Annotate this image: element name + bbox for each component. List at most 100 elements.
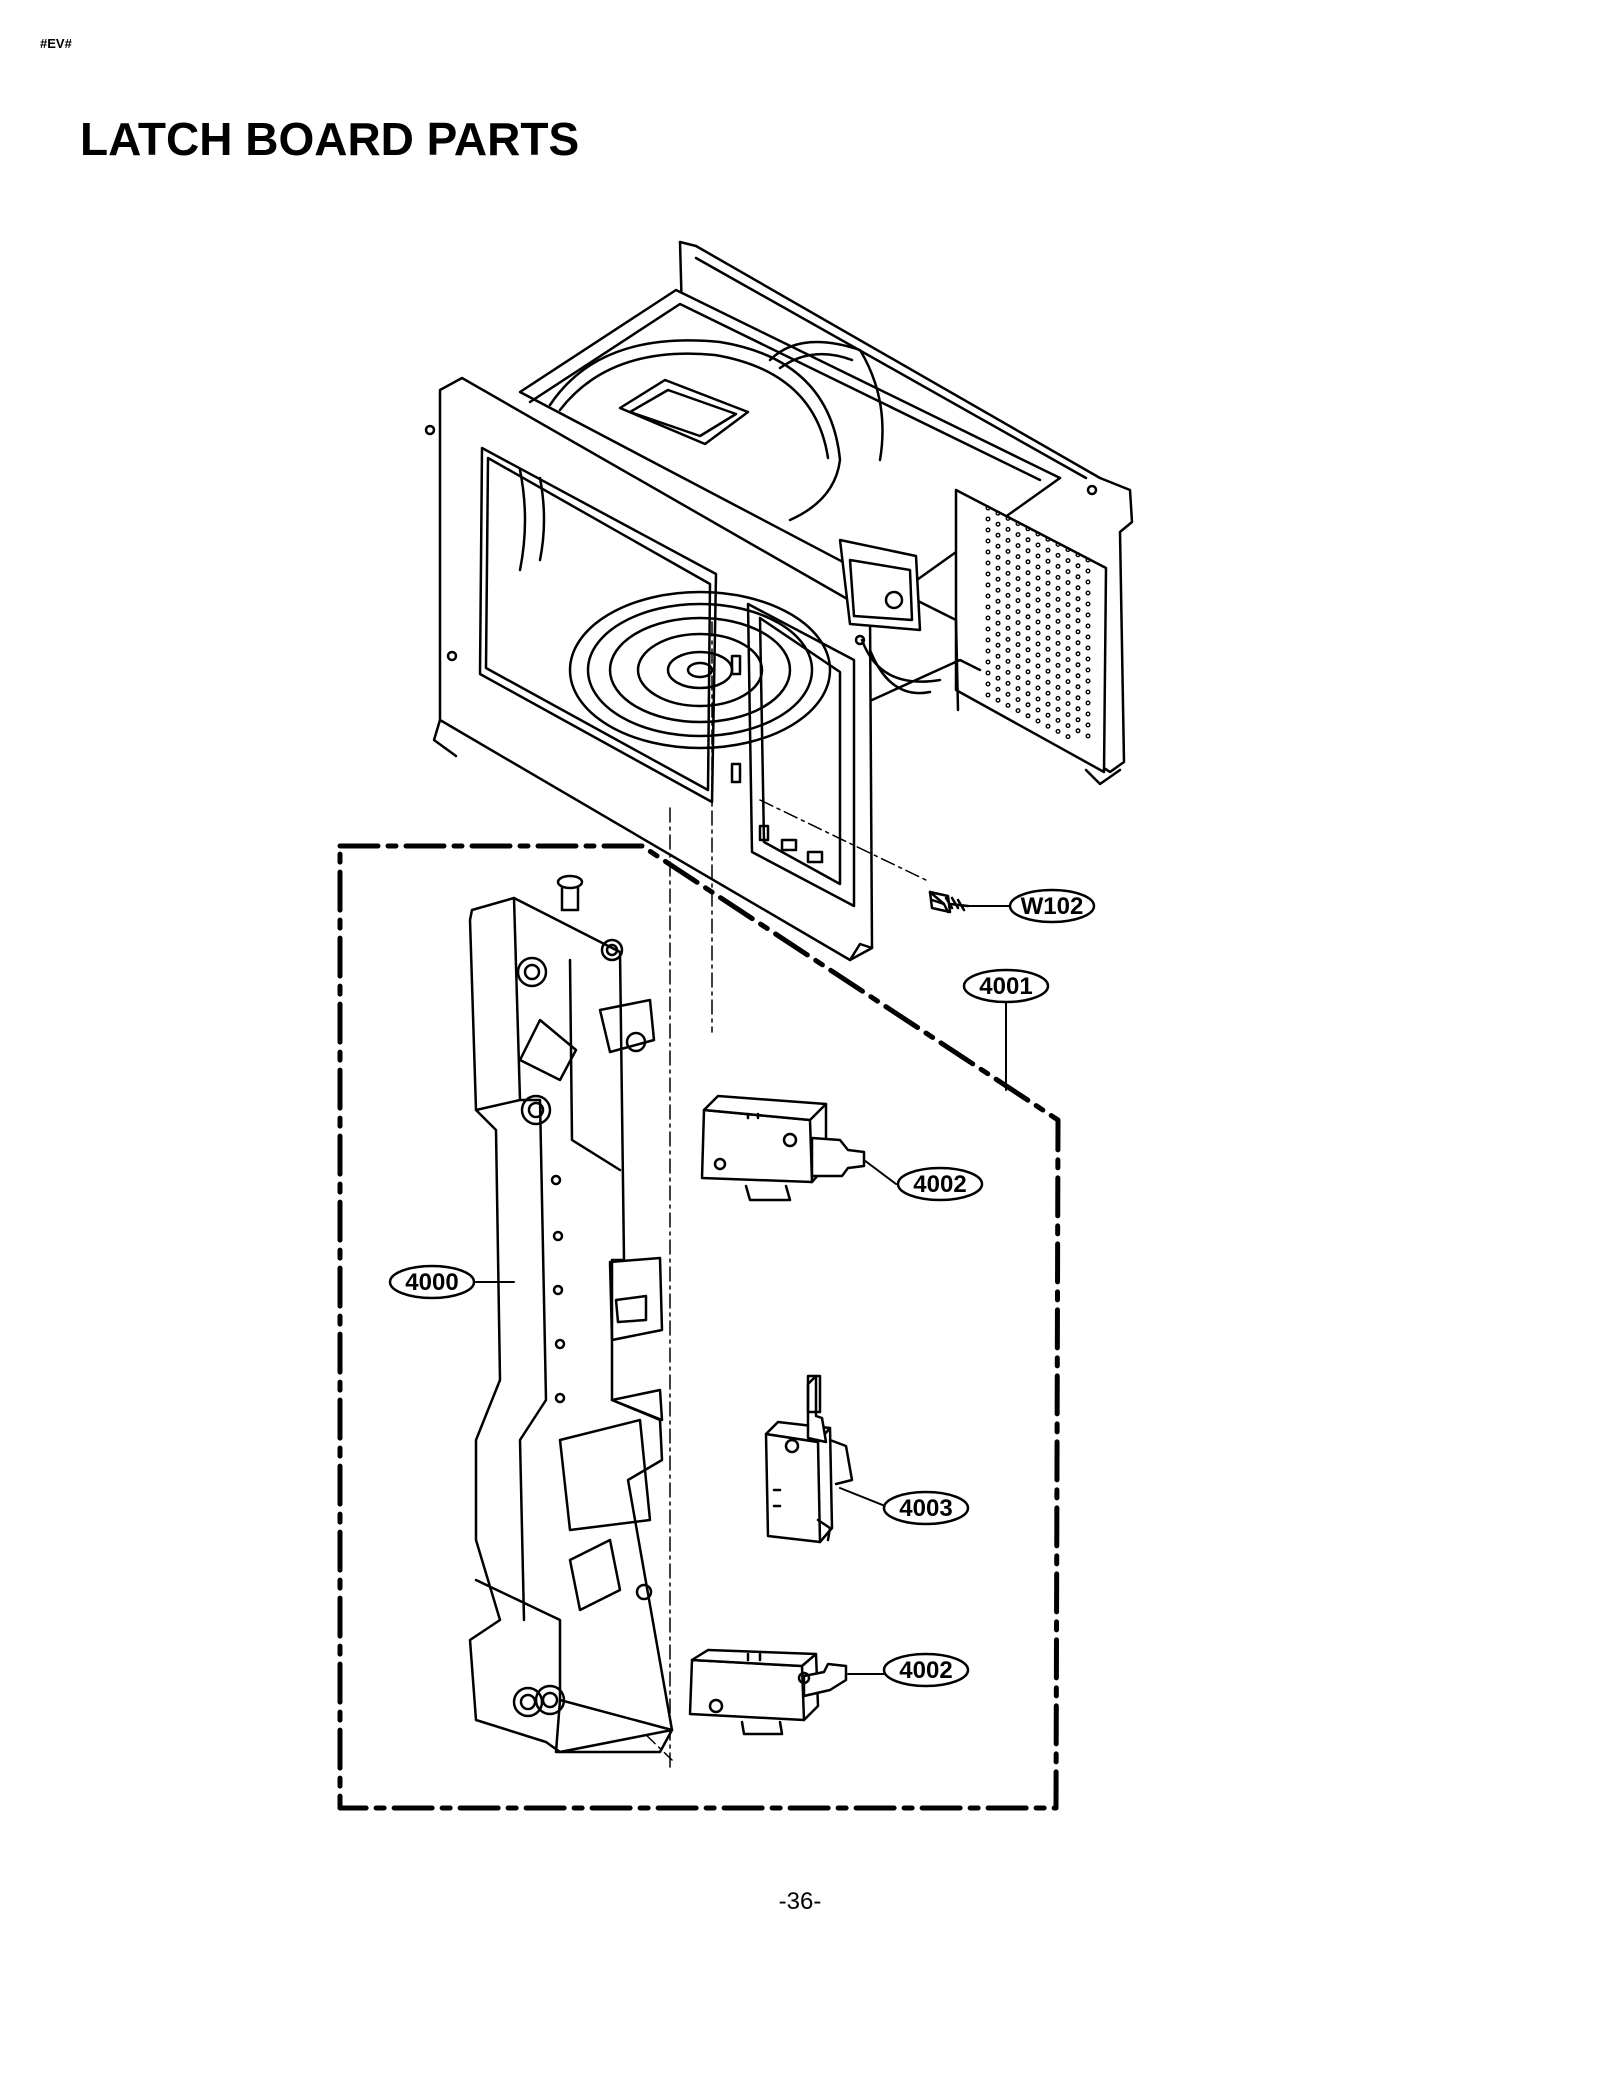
vent-hole — [985, 560, 991, 566]
vent-hole — [995, 675, 1001, 681]
micro-switch-4003 — [764, 1374, 854, 1544]
vent-hole — [1055, 662, 1061, 668]
vent-hole — [1035, 553, 1041, 559]
vent-hole — [1085, 733, 1091, 739]
vent-hole — [1005, 680, 1011, 686]
vent-hole — [1005, 658, 1011, 664]
vent-hole — [1025, 592, 1031, 598]
vent-hole — [995, 521, 1001, 527]
vent-hole — [1015, 642, 1021, 648]
vent-hole — [995, 686, 1001, 692]
vent-hole — [1075, 717, 1081, 723]
vent-hole — [1025, 636, 1031, 642]
vent-hole — [1035, 674, 1041, 680]
vent-hole — [1035, 652, 1041, 658]
vent-hole — [1045, 635, 1051, 641]
vent-hole — [985, 527, 991, 533]
callout-label: 4003 — [899, 1495, 952, 1522]
callout-label: 4001 — [979, 973, 1032, 1000]
document-tag: #EV# — [40, 36, 72, 51]
vent-hole — [1085, 722, 1091, 728]
callout-4002-upper: 4002 — [896, 1166, 984, 1202]
vent-hole — [1035, 531, 1041, 537]
vent-hole — [1015, 554, 1021, 560]
vent-hole — [1065, 602, 1071, 608]
vent-hole — [1065, 635, 1071, 641]
vent-hole — [1025, 658, 1031, 664]
screw-w102 — [928, 890, 970, 914]
callout-w102: W102 — [1008, 888, 1096, 924]
vent-hole — [1025, 691, 1031, 697]
vent-hole — [1035, 696, 1041, 702]
vent-hole — [1045, 558, 1051, 564]
vent-hole — [1005, 614, 1011, 620]
vent-hole — [985, 659, 991, 665]
vent-hole — [995, 609, 1001, 615]
vent-hole — [1005, 691, 1011, 697]
vent-hole — [1065, 701, 1071, 707]
vent-hole — [1085, 678, 1091, 684]
vent-hole — [1015, 532, 1021, 538]
callout-4003: 4003 — [882, 1490, 970, 1526]
vent-hole — [1065, 547, 1071, 553]
vent-hole — [1045, 646, 1051, 652]
vent-hole — [1025, 537, 1031, 543]
vent-hole — [1015, 697, 1021, 703]
vent-hole — [1055, 651, 1061, 657]
vent-hole — [1005, 702, 1011, 708]
vent-hole — [1065, 624, 1071, 630]
vent-hole — [1065, 657, 1071, 663]
vent-hole — [1055, 717, 1061, 723]
vent-hole — [1085, 645, 1091, 651]
vent-hole — [1005, 603, 1011, 609]
vent-hole — [1045, 679, 1051, 685]
vent-hole — [1055, 640, 1061, 646]
vent-hole — [1005, 526, 1011, 532]
vent-hole — [1065, 690, 1071, 696]
vent-hole — [1035, 575, 1041, 581]
microwave-cavity-drawing — [424, 240, 1134, 962]
vent-hole — [1055, 596, 1061, 602]
vent-hole — [1025, 603, 1031, 609]
vent-hole — [1055, 695, 1061, 701]
vent-hole — [1025, 625, 1031, 631]
page-number: -36- — [778, 1888, 822, 1915]
vent-hole — [1085, 623, 1091, 629]
vent-hole — [1035, 707, 1041, 713]
vent-hole — [995, 631, 1001, 637]
vent-hole — [1085, 656, 1091, 662]
vent-hole — [985, 505, 991, 511]
vent-hole — [1065, 558, 1071, 564]
vent-hole — [1025, 570, 1031, 576]
vent-hole — [1015, 543, 1021, 549]
vent-hole — [1075, 574, 1081, 580]
vent-hole — [1035, 597, 1041, 603]
vent-hole — [1035, 718, 1041, 724]
vent-hole — [1005, 625, 1011, 631]
vent-hole — [1035, 663, 1041, 669]
vent-hole — [985, 692, 991, 698]
vent-hole — [1075, 618, 1081, 624]
vent-hole — [1015, 609, 1021, 615]
vent-hole — [1065, 613, 1071, 619]
vent-hole — [995, 543, 1001, 549]
latch-board-group-boundary — [337, 843, 1061, 1811]
vent-hole — [1065, 734, 1071, 740]
vent-hole — [1025, 526, 1031, 532]
vent-hole — [1015, 631, 1021, 637]
vent-hole — [1075, 728, 1081, 734]
vent-hole — [1085, 634, 1091, 640]
vent-hole — [995, 664, 1001, 670]
vent-hole — [1045, 723, 1051, 729]
vent-hole — [1065, 591, 1071, 597]
vent-hole — [995, 642, 1001, 648]
vent-hole — [1045, 536, 1051, 542]
callout-label: 4002 — [899, 1657, 952, 1684]
vent-hole — [1005, 559, 1011, 565]
vent-hole — [1075, 651, 1081, 657]
vent-hole — [1085, 568, 1091, 574]
vent-hole — [995, 697, 1001, 703]
vent-hole — [1045, 547, 1051, 553]
vent-hole — [995, 554, 1001, 560]
